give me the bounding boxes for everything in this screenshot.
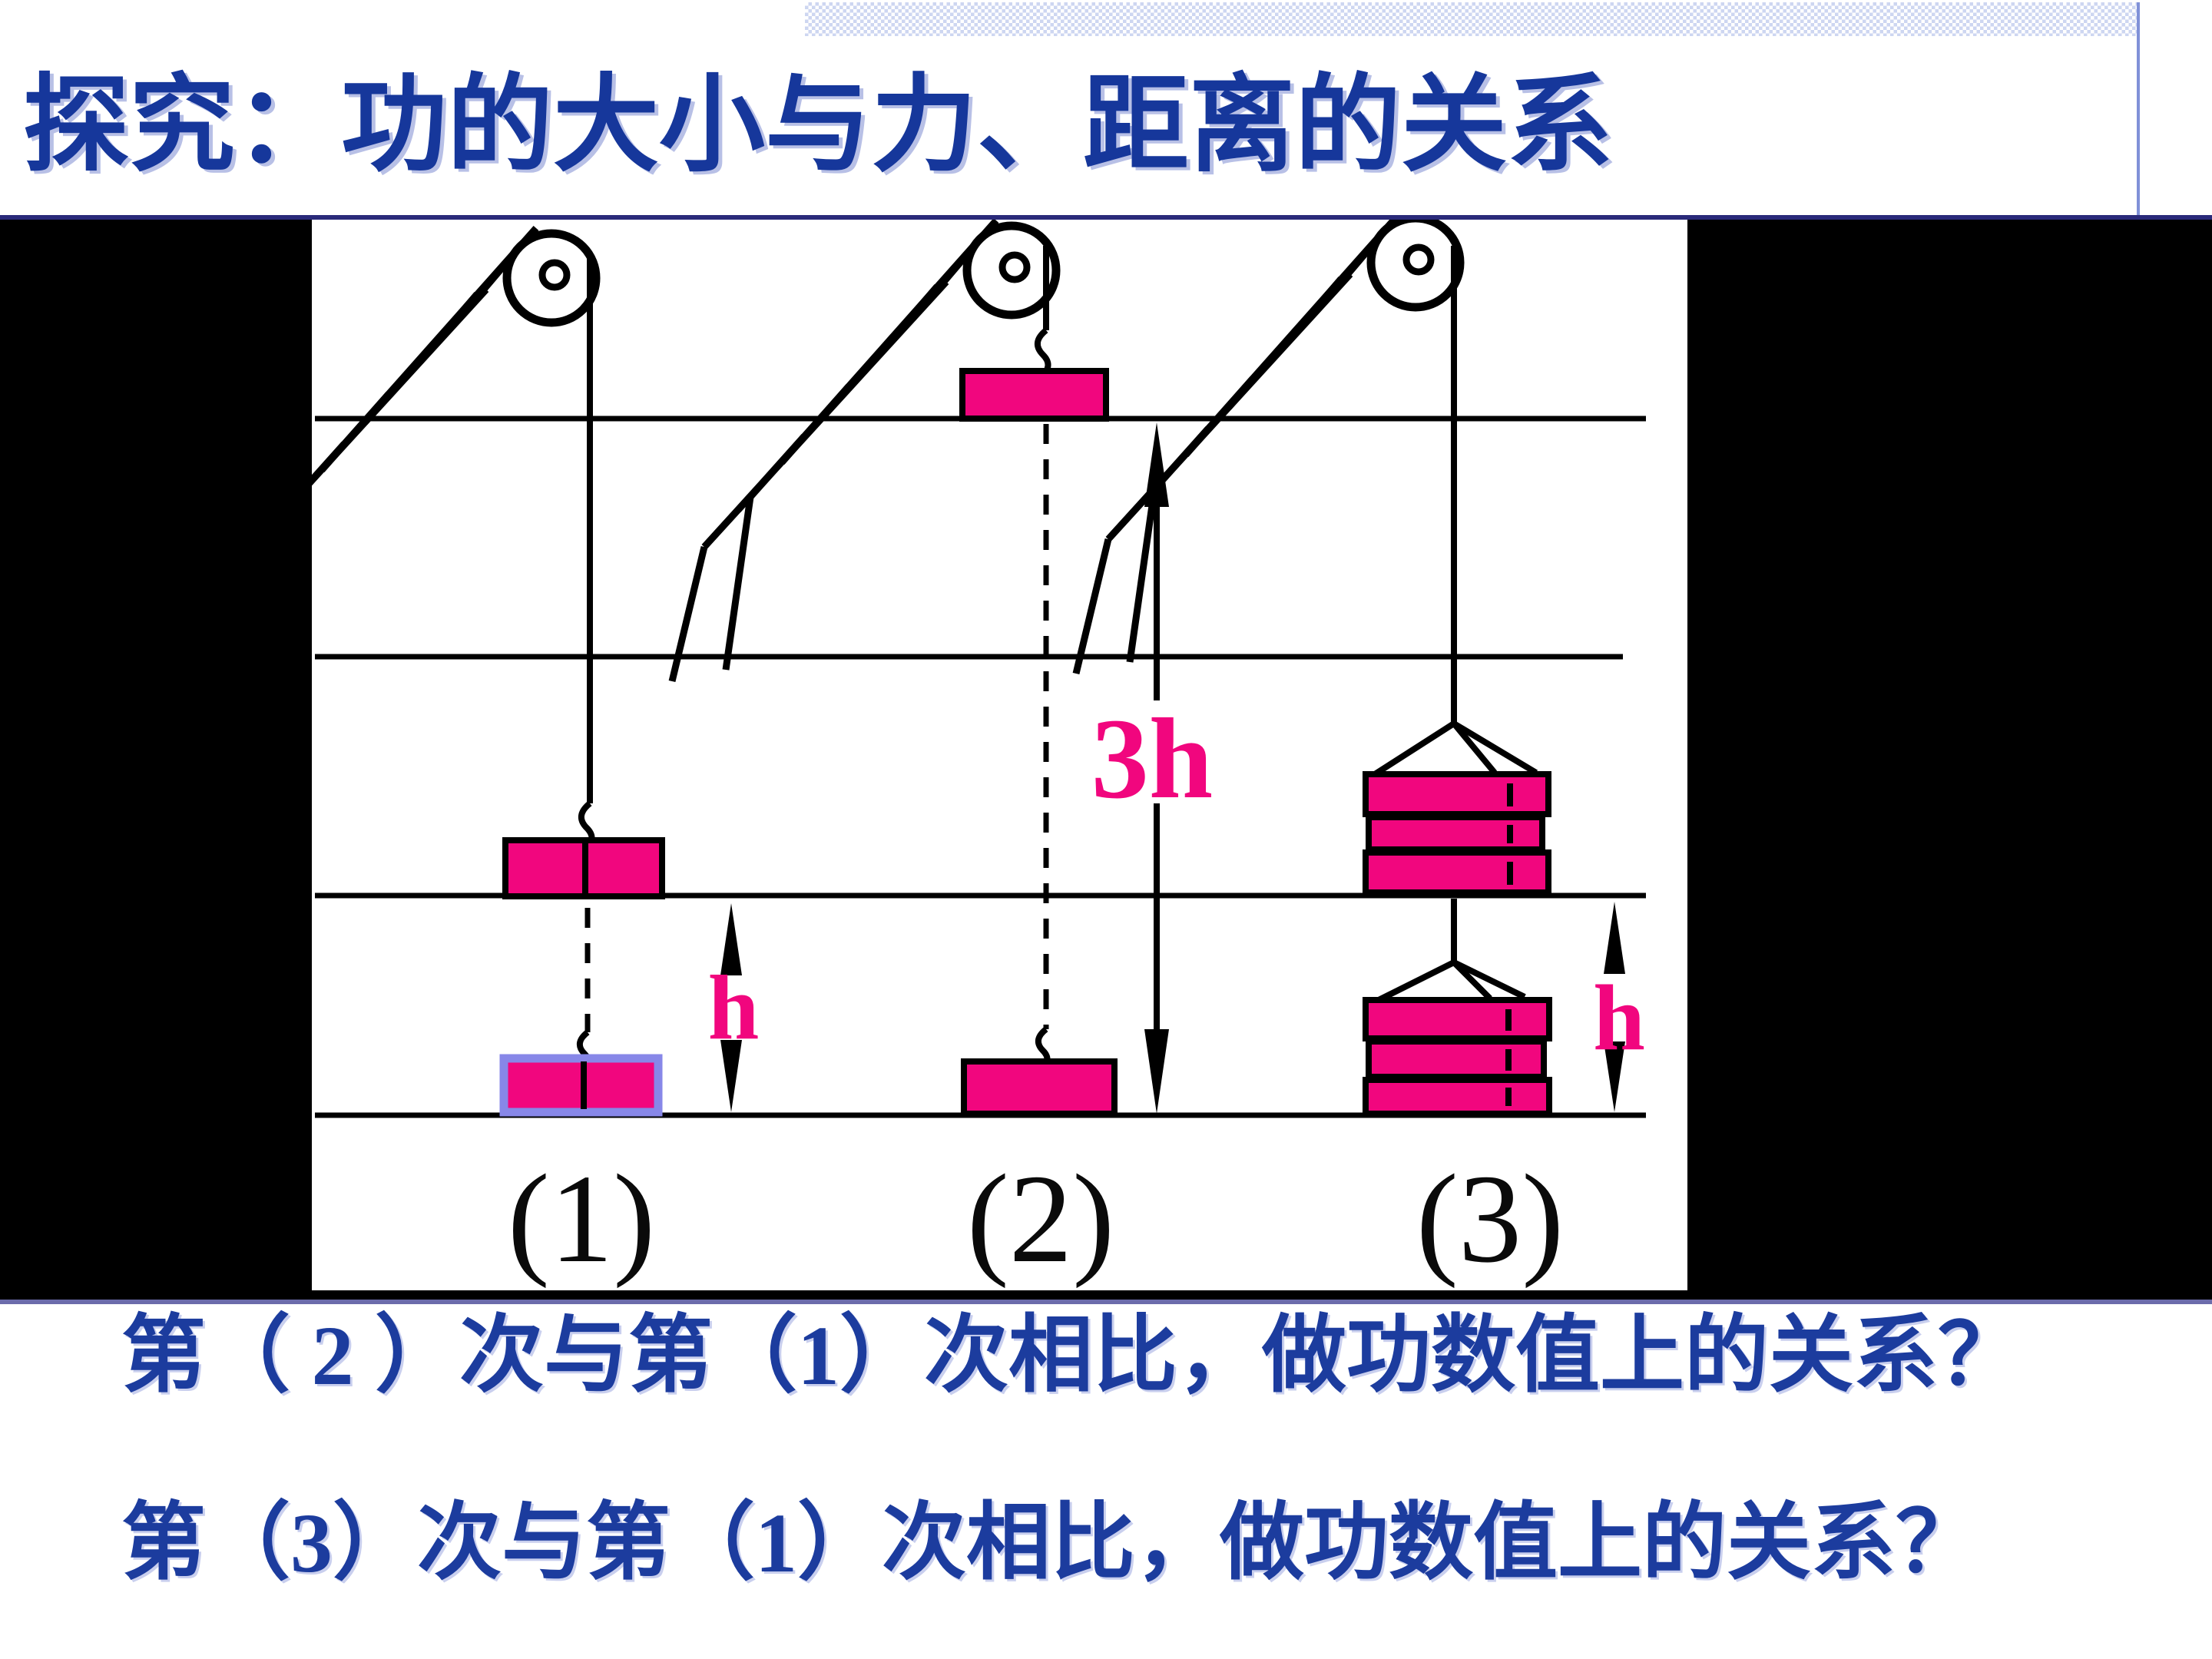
- caption-3: (3): [1416, 1148, 1564, 1289]
- stack-lower-bar-1: [1363, 997, 1552, 1041]
- scenario-2: 3h (2): [959, 246, 1213, 1289]
- arrow-down-3: [1604, 1041, 1625, 1112]
- height-label-2: 3h: [1091, 695, 1213, 823]
- question-2: 第（3）次与第（1）次相比，做功数值上的关系？: [121, 1496, 1980, 1590]
- arrow-up-3: [1604, 902, 1625, 974]
- scenario-1: h (1): [499, 253, 760, 1289]
- arrow-up-2: [1144, 422, 1169, 507]
- load-2-lower: [961, 1058, 1118, 1117]
- crane-2-icon: [672, 220, 1056, 681]
- arrow-down-1: [720, 1040, 742, 1112]
- crane-1-icon: [312, 228, 596, 689]
- caption-2: (2): [967, 1148, 1114, 1289]
- stack-lower-bar-3: [1363, 1077, 1552, 1117]
- stack-upper-bar-2: [1366, 814, 1545, 853]
- band-top-border: [0, 215, 2212, 220]
- sling-3-right: [1452, 720, 1538, 776]
- sling-3-lower-left: [1377, 959, 1455, 1003]
- physics-figure: h (1) 3h (2): [312, 220, 1646, 1289]
- scenario-3: h (3): [1363, 246, 1645, 1289]
- sling-3-lower-right: [1452, 959, 1526, 1000]
- height-label-1: h: [708, 956, 760, 1058]
- arrow-down-2: [1144, 1029, 1169, 1114]
- stack-upper-bar-1: [1363, 771, 1551, 817]
- sling-3-mid: [1451, 721, 1498, 775]
- vertical-rule-decoration: [2137, 2, 2140, 217]
- load-2-upper: [959, 368, 1109, 422]
- stack-lower-bar-2: [1366, 1038, 1547, 1080]
- stack-upper-bar-3: [1363, 849, 1551, 896]
- height-label-3: h: [1593, 966, 1645, 1070]
- arrow-up-1: [720, 903, 742, 975]
- caption-1: (1): [508, 1148, 655, 1289]
- page-title: 探究：功的大小与力、距离的关系: [23, 67, 1614, 184]
- question-1: 第（ 2 ）次与第（1）次相比，做功数值上的关系？: [121, 1309, 2022, 1402]
- sling-3-left: [1373, 720, 1456, 777]
- checker-pattern-decoration: [805, 2, 2138, 36]
- crane-3-icon: [1076, 220, 1460, 674]
- band-bottom-border: [0, 1300, 2212, 1304]
